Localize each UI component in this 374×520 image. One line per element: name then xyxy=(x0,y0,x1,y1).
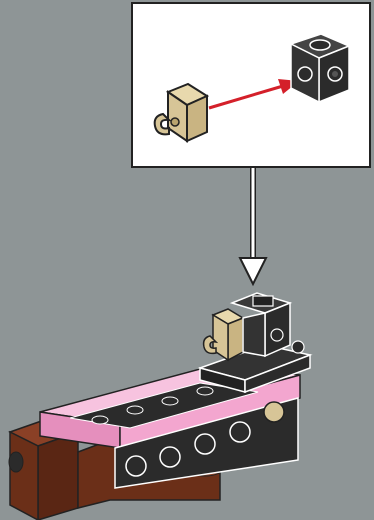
connector-arrow-icon xyxy=(240,168,266,284)
tan-clip-plate-icon xyxy=(204,309,243,360)
